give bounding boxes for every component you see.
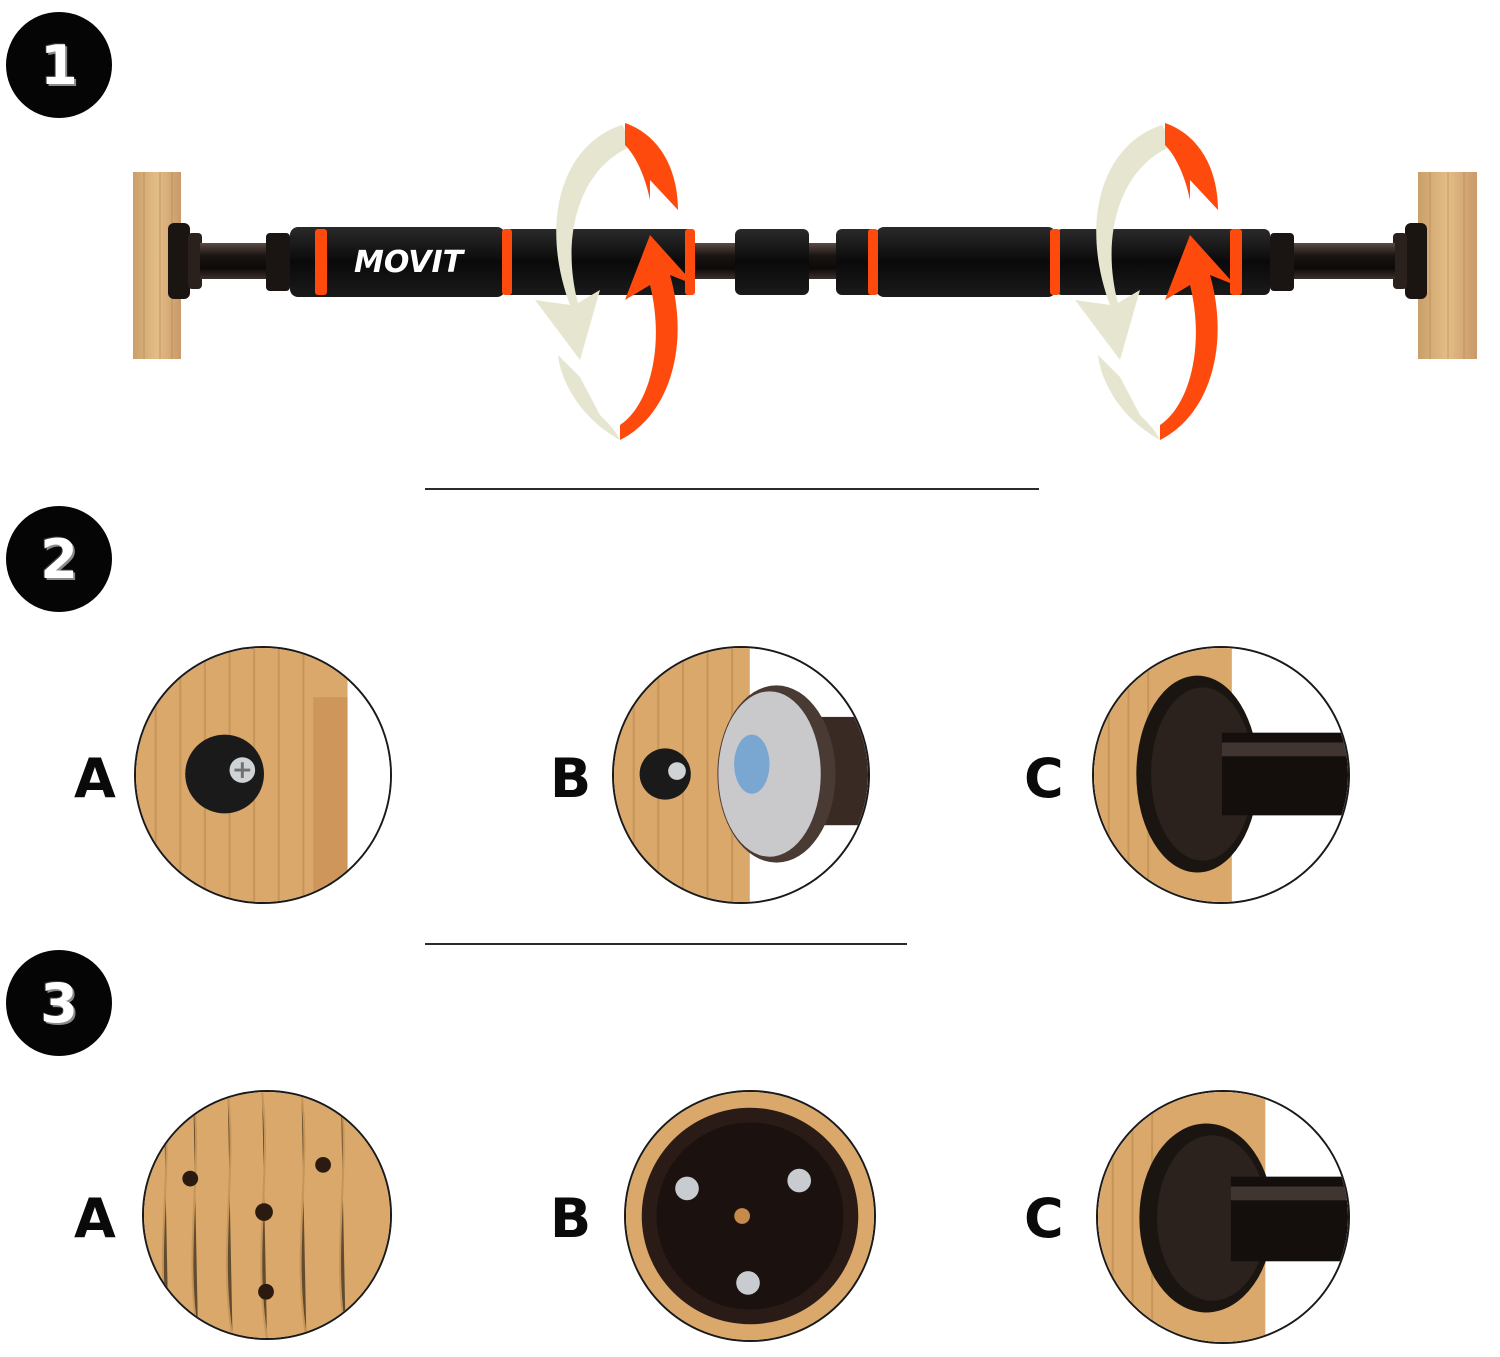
orange-ring [868,229,878,295]
drill-hole [255,1203,273,1221]
step-2-option-b-photo [612,646,870,904]
step-2-option-b-label: B [550,747,592,810]
foam-grip-left [290,227,505,297]
orange-ring [1230,229,1242,295]
orange-ring [1050,229,1060,295]
drill-hole [182,1170,199,1187]
step-2-option-c-photo [1092,646,1350,904]
step-3-option-c-photo [1096,1090,1350,1344]
step-2-option-c-label: C [1024,747,1064,810]
step-3-badge: 3 [6,950,112,1056]
right-end-cap [1405,223,1427,299]
orange-arrow-top-right [1165,123,1218,210]
cream-arrow-down-left [535,125,635,360]
step-3-option-b-label: B [550,1187,592,1250]
cream-arrow-up-right [1098,355,1160,440]
section-divider-1 [425,488,1039,490]
step-3-option-b-photo [624,1090,876,1342]
rotation-arrows-left [535,123,695,440]
foam-grip-centre-right [836,229,876,295]
orange-ring [685,229,695,295]
screw [675,1176,699,1201]
left-end-cap [168,223,190,299]
orange-ring [315,229,327,295]
cream-arrow-down-right [1075,125,1175,360]
movit-logo-text: MOVIT [354,245,466,280]
drill-hole [315,1156,331,1173]
screw-cap [185,734,264,814]
screw [736,1271,760,1295]
foam-grip-right [876,227,1056,297]
step-3-option-c-label: C [1024,1187,1064,1250]
rotation-arrows-right [1075,123,1235,440]
step-1-badge: 1 [6,12,112,118]
pullup-bar-svg: MOVIT [133,123,1477,440]
step-3-option-a-photo [142,1090,392,1340]
step-2-option-a-photo [134,646,392,904]
step-2-option-a-label: A [74,747,116,810]
pullup-bar-illustration: MOVIT [130,115,1480,445]
centre-bolt [734,1208,750,1224]
cream-arrow-up-left [558,355,620,440]
foam-grip-centre-left [735,229,809,295]
step-3-option-a-label: A [74,1187,116,1250]
screw [787,1168,812,1193]
orange-arrow-up-right [1160,235,1235,440]
drill-hole [258,1283,274,1300]
orange-ring [502,229,512,295]
movit-logo: MOVIT [354,245,466,280]
orange-arrow-top-left [625,123,678,210]
section-divider-2 [425,943,907,945]
step-2-badge: 2 [6,506,112,612]
orange-arrow-up-left [620,235,695,440]
